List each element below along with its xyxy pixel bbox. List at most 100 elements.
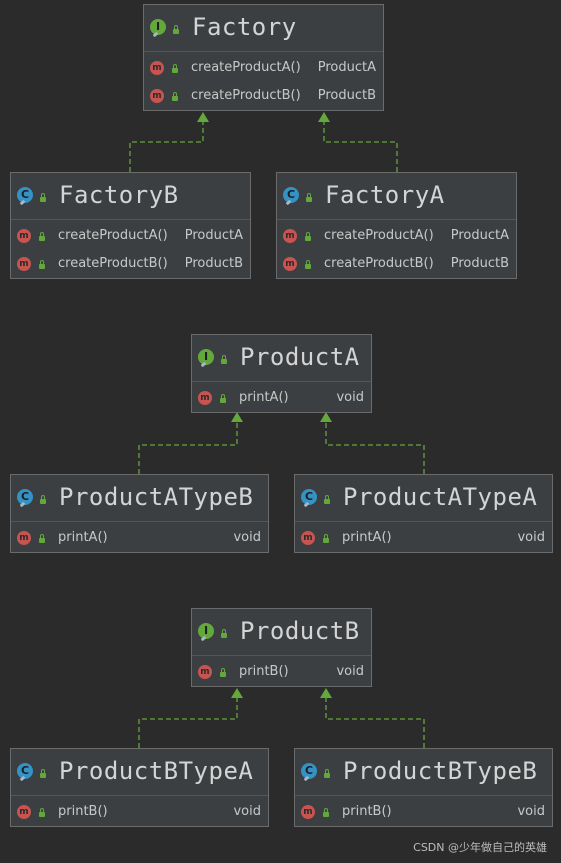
method-icon: m xyxy=(17,257,31,271)
method-row[interactable]: m printA() void xyxy=(295,524,552,552)
factory-header: I Factory xyxy=(144,5,383,52)
method-return-type: void xyxy=(517,530,545,545)
implements-arrowhead xyxy=(197,112,209,122)
method-name: createProductA() xyxy=(191,60,301,75)
public-visibility-icon xyxy=(39,260,45,269)
productbtypea-title: ProductBTypeA xyxy=(59,757,254,785)
implements-edge-productbtypeb-to-productb xyxy=(325,697,425,748)
productbtypeb-title: ProductBTypeB xyxy=(343,757,538,785)
method-icon: m xyxy=(17,805,31,819)
method-name: printA() xyxy=(58,530,108,545)
method-icon: m xyxy=(301,805,315,819)
factoryb-title: FactoryB xyxy=(59,181,179,209)
method-return-type: void xyxy=(517,804,545,819)
method-icon: m xyxy=(198,391,212,405)
producta-title: ProductA xyxy=(240,343,360,371)
implements-arrowhead xyxy=(318,112,330,122)
class-icon: C xyxy=(17,187,33,206)
method-name: printB() xyxy=(342,804,392,819)
method-return-type: ProductB xyxy=(317,88,376,103)
method-icon: m xyxy=(283,257,297,271)
implements-edge-productatypea-to-producta xyxy=(325,421,425,474)
implements-edge-factorya-to-factory xyxy=(323,121,398,172)
method-name: printA() xyxy=(239,390,289,405)
productatypeb-box[interactable]: C ProductATypeB m printA() void xyxy=(10,474,269,553)
method-row[interactable]: m printB() void xyxy=(295,798,552,826)
productb-title: ProductB xyxy=(240,617,360,645)
public-visibility-icon xyxy=(39,534,45,543)
public-visibility-icon xyxy=(39,232,45,241)
productatypea-title: ProductATypeA xyxy=(343,483,538,511)
productatypeb-title: ProductATypeB xyxy=(59,483,254,511)
public-visibility-icon xyxy=(220,394,226,403)
method-icon: m xyxy=(17,229,31,243)
method-name: createProductB() xyxy=(191,88,301,103)
productatypea-methods: m printA() void xyxy=(295,522,552,552)
method-return-type: void xyxy=(233,804,261,819)
class-icon: C xyxy=(17,763,33,782)
interface-icon: I xyxy=(150,19,166,38)
implements-arrowhead xyxy=(231,688,243,698)
method-name: createProductB() xyxy=(58,256,168,271)
public-visibility-icon xyxy=(39,808,45,817)
implements-edge-productatypeb-to-producta xyxy=(138,421,238,474)
class-icon: C xyxy=(301,763,317,782)
class-icon: C xyxy=(17,489,33,508)
public-visibility-icon xyxy=(324,495,330,504)
method-return-type: void xyxy=(233,530,261,545)
method-name: createProductA() xyxy=(58,228,168,243)
factoryb-header: C FactoryB xyxy=(11,173,250,220)
factorya-header: C FactoryA xyxy=(277,173,516,220)
public-visibility-icon xyxy=(323,534,329,543)
class-icon: C xyxy=(283,187,299,206)
public-visibility-icon xyxy=(40,193,46,202)
method-icon: m xyxy=(150,89,164,103)
method-row[interactable]: m createProductB() ProductB xyxy=(144,82,383,110)
implements-edge-productbtypea-to-productb xyxy=(138,697,238,748)
interface-icon: I xyxy=(198,349,214,368)
method-return-type: ProductB xyxy=(450,256,509,271)
productbtypeb-methods: m printB() void xyxy=(295,796,552,826)
public-visibility-icon xyxy=(324,769,330,778)
method-icon: m xyxy=(301,531,315,545)
watermark: CSDN @少年做自己的英雄 xyxy=(413,841,547,854)
method-name: printA() xyxy=(342,530,392,545)
factory-title: Factory xyxy=(192,13,297,41)
factorya-title: FactoryA xyxy=(325,181,445,209)
public-visibility-icon xyxy=(40,769,46,778)
productbtypeb-box[interactable]: C ProductBTypeB m printB() void xyxy=(294,748,553,827)
method-row[interactable]: m printA() void xyxy=(11,524,268,552)
producta-header: I ProductA xyxy=(192,335,371,382)
public-visibility-icon xyxy=(172,92,178,101)
public-visibility-icon xyxy=(305,260,311,269)
method-icon: m xyxy=(198,665,212,679)
public-visibility-icon xyxy=(172,64,178,73)
interface-icon: I xyxy=(198,623,214,642)
implements-arrowhead xyxy=(320,412,332,422)
method-icon: m xyxy=(150,61,164,75)
method-icon: m xyxy=(17,531,31,545)
